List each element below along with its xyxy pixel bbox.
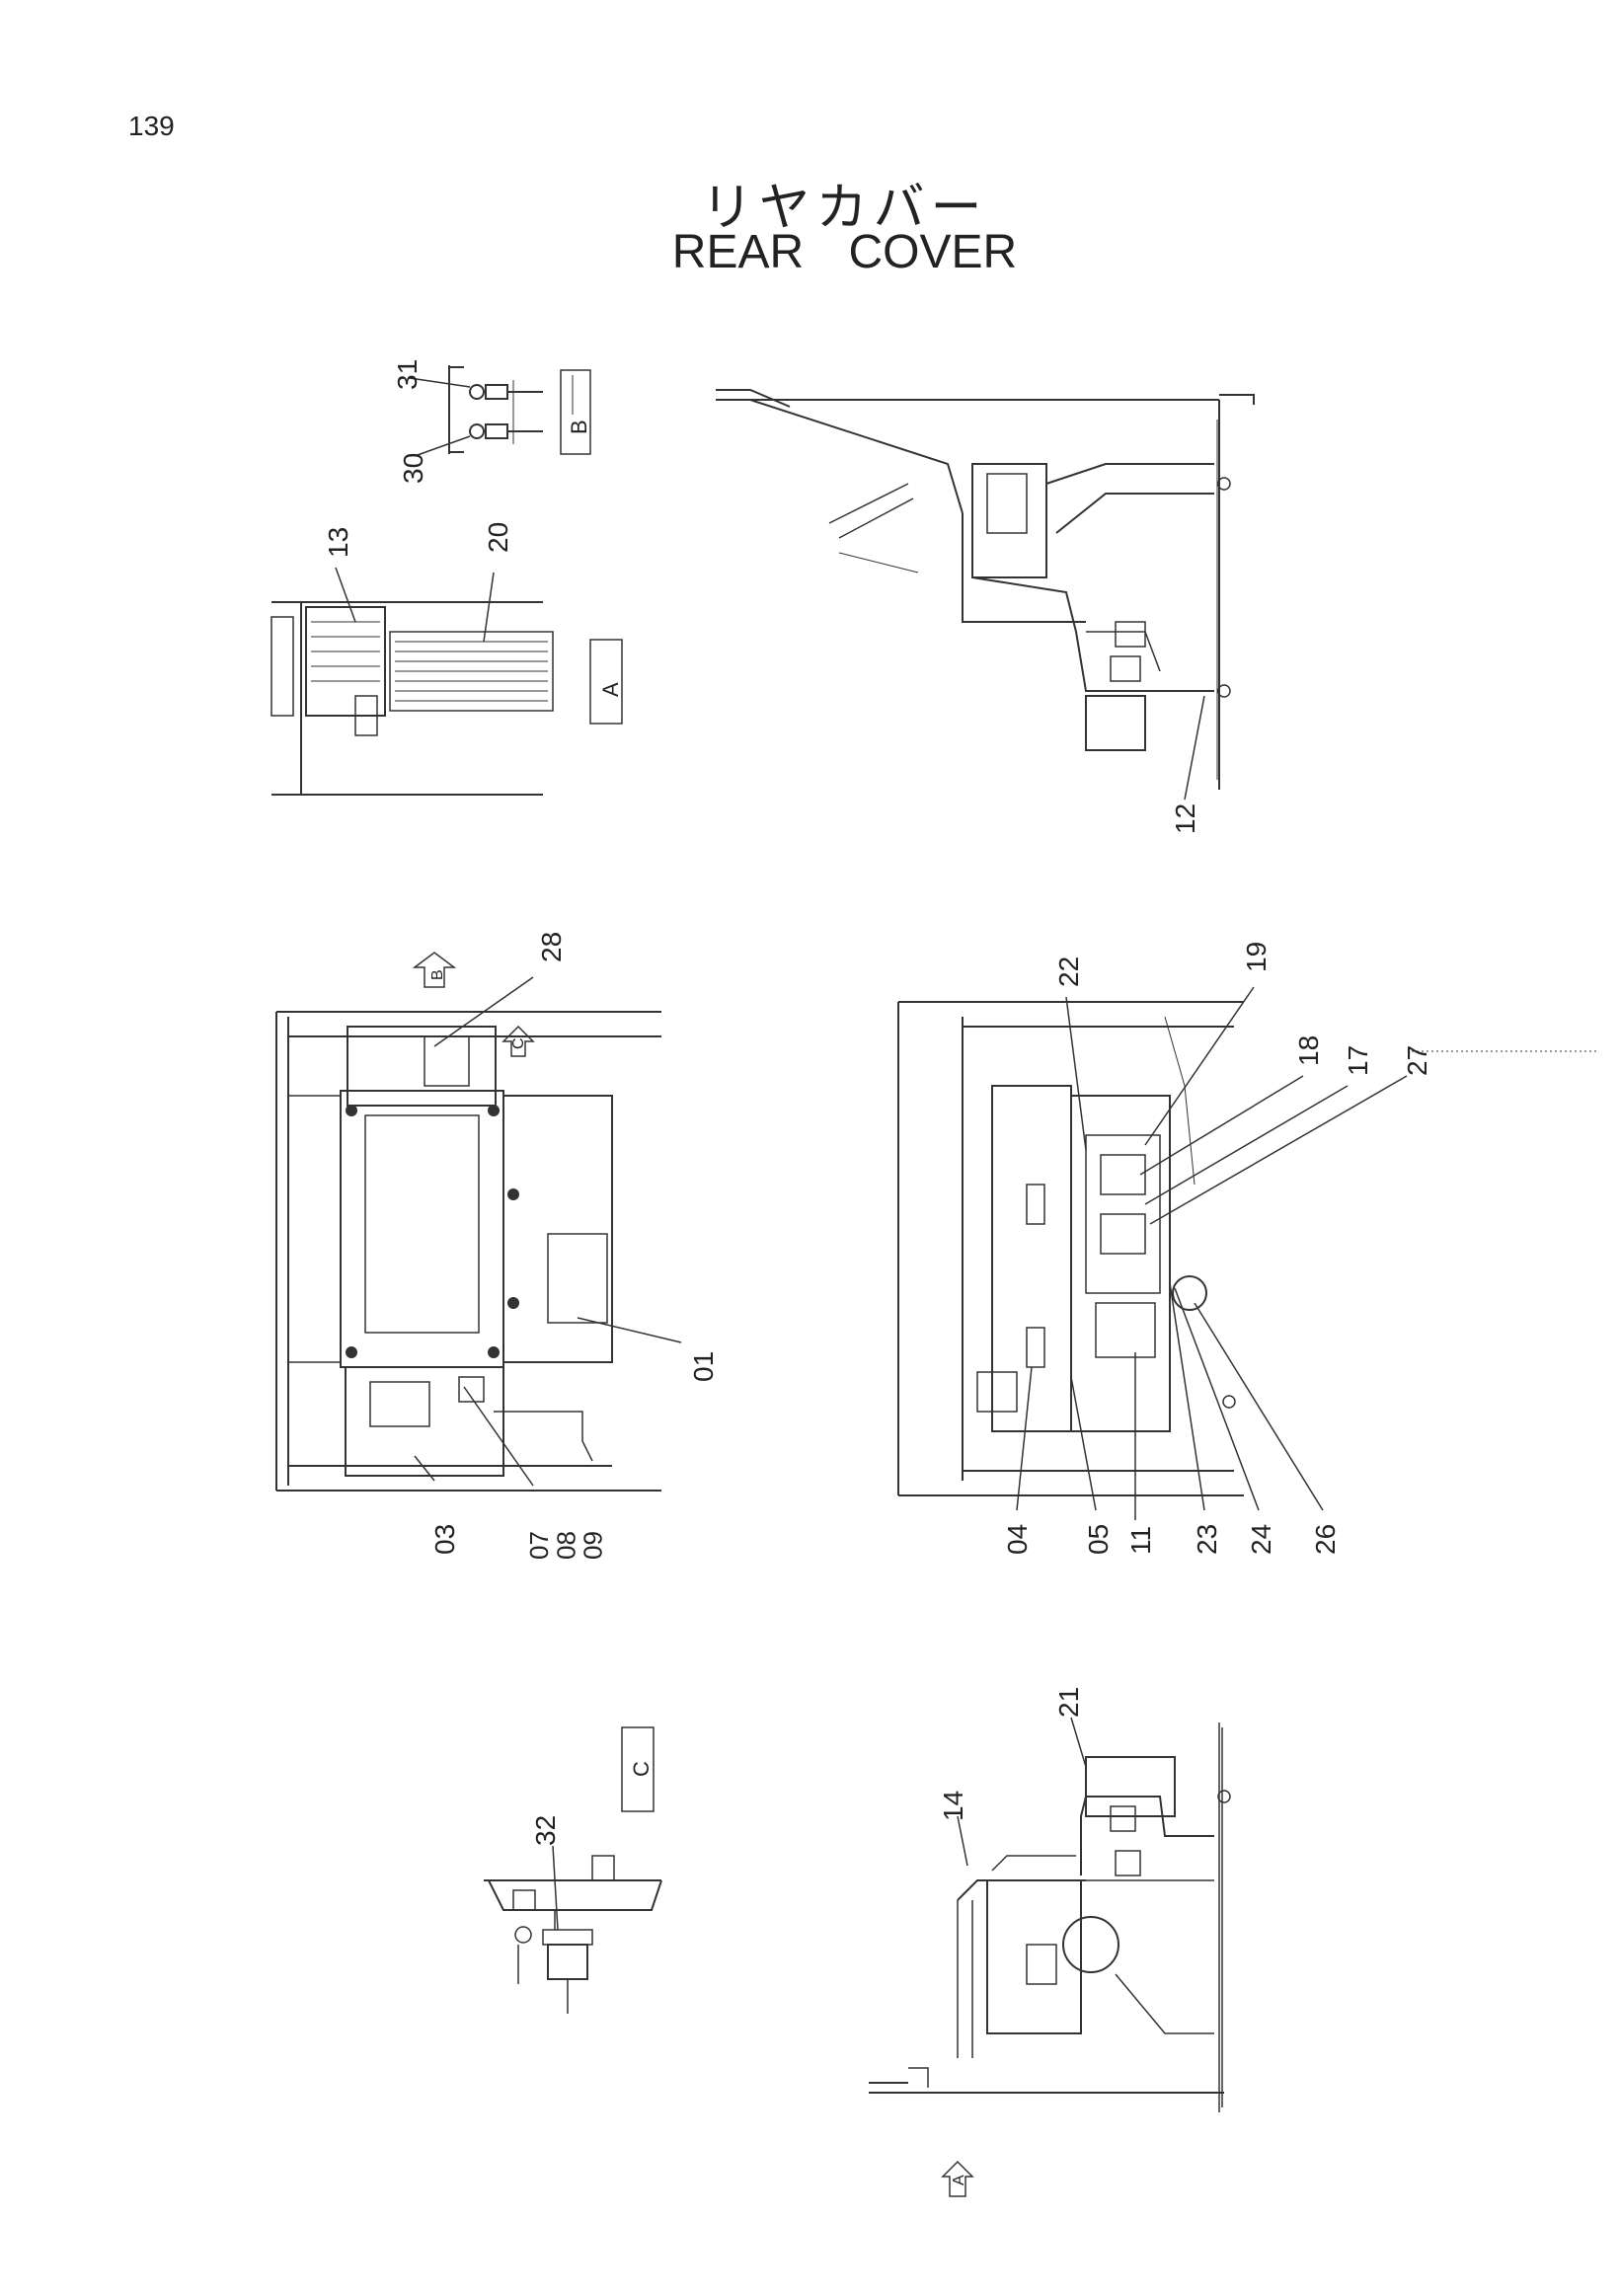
view-b-label: B (567, 420, 591, 434)
callout-17: 17 (1343, 1045, 1373, 1076)
arrow-a-label: A (951, 2175, 967, 2185)
page-number: 139 (128, 111, 175, 141)
view-a-detail (270, 567, 623, 796)
arrow-b-label: B (429, 969, 446, 980)
callout-12: 12 (1170, 804, 1200, 834)
callout-21: 21 (1053, 1687, 1084, 1718)
callout-28: 28 (536, 932, 567, 962)
callout-31: 31 (392, 359, 423, 390)
callout-23: 23 (1192, 1524, 1222, 1555)
title-japanese: リヤカバー (701, 179, 988, 238)
callout-05: 05 (1083, 1524, 1114, 1555)
rear-view-center (897, 986, 1599, 1520)
plan-view-left (275, 952, 682, 1492)
callout-14: 14 (938, 1791, 968, 1821)
callout-19: 19 (1241, 942, 1272, 972)
callout-01: 01 (688, 1351, 719, 1382)
callout-03: 03 (429, 1524, 460, 1555)
arrow-c-label: C (510, 1037, 527, 1049)
side-view-bottom (869, 1717, 1231, 2197)
view-b-detail (409, 365, 591, 457)
callout-07-08-09: 070809 (524, 1531, 608, 1560)
callout-20: 20 (483, 522, 513, 553)
view-a-label: A (598, 682, 623, 697)
view-c-detail (484, 1726, 662, 2014)
callout-04: 04 (1002, 1524, 1033, 1555)
callout-18: 18 (1293, 1035, 1324, 1066)
view-c-label: C (629, 1761, 654, 1777)
title-english: REAR COVER (671, 226, 1018, 278)
side-view-top (716, 389, 1255, 801)
callout-24: 24 (1246, 1524, 1276, 1555)
callout-11: 11 (1125, 1526, 1156, 1555)
callout-30: 30 (398, 453, 428, 484)
callout-22: 22 (1053, 957, 1084, 987)
callout-32: 32 (530, 1815, 561, 1846)
callout-26: 26 (1310, 1524, 1341, 1555)
callout-13: 13 (323, 527, 353, 558)
callout-27: 27 (1402, 1045, 1432, 1076)
